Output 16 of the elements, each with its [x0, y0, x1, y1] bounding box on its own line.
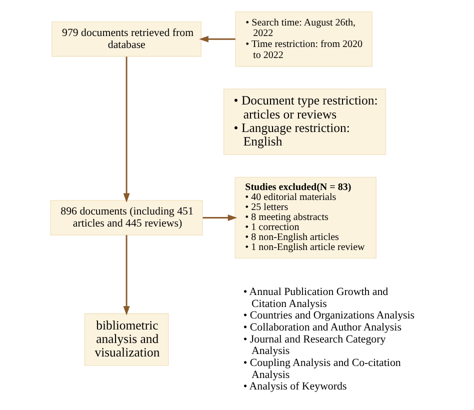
node-box: bibliometric analysis and visualization — [84, 313, 169, 366]
label: • Annual Publication Growth and Citation Analysis — [243, 286, 388, 310]
node-box: Studies excluded(N = 83) • 40 editorial materials • 25 letters • 8 meeting abstracts • 1 correction • 8 non-English articles • 1 non-English article review — [234, 176, 377, 259]
node-box: • Search time: August 26th, 2022 • Time restriction: from 2020 to 2022 — [235, 11, 372, 67]
label: • Countries and Organizations Analysis — [243, 310, 415, 322]
node-box: 979 documents retrieved from database — [52, 21, 202, 57]
node-box: 896 documents (including 451 articles and 445 reviews) — [50, 200, 203, 236]
label: • Collaboration and Author Analysis — [243, 322, 402, 334]
arrow — [202, 214, 238, 221]
label: • Analysis of Keywords — [243, 380, 347, 393]
label: • Journal and Research Category Analysis — [243, 333, 386, 358]
label: • Coupling Analysis and Co-citation Analysis — [243, 357, 401, 381]
node-box: • Document type restriction: articles or reviews • Language restriction: English — [223, 88, 386, 155]
arrow — [123, 56, 130, 203]
arrow — [123, 235, 130, 316]
arrow — [199, 36, 236, 42]
